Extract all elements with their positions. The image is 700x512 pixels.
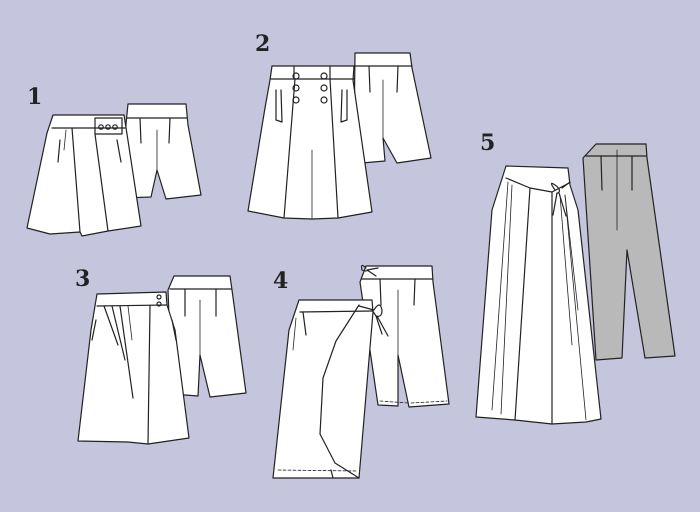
model-3-front-view (77, 291, 190, 445)
model-4-back-view (359, 264, 450, 408)
model-1-back-view (121, 103, 202, 200)
model-number-2: 2 (255, 31, 271, 57)
model-5-back-view (582, 143, 676, 361)
model-number-3: 3 (75, 266, 91, 292)
model-5-front-view (475, 165, 602, 425)
model-4-front-view (272, 299, 389, 479)
model-number-1: 1 (27, 84, 43, 110)
model-number-4: 4 (273, 268, 289, 294)
model-2-back-view (353, 52, 432, 164)
model-3-back-view (167, 275, 247, 398)
model-number-5: 5 (480, 130, 496, 156)
model-2-front-view (247, 65, 373, 220)
model-1-front-view (26, 114, 142, 237)
